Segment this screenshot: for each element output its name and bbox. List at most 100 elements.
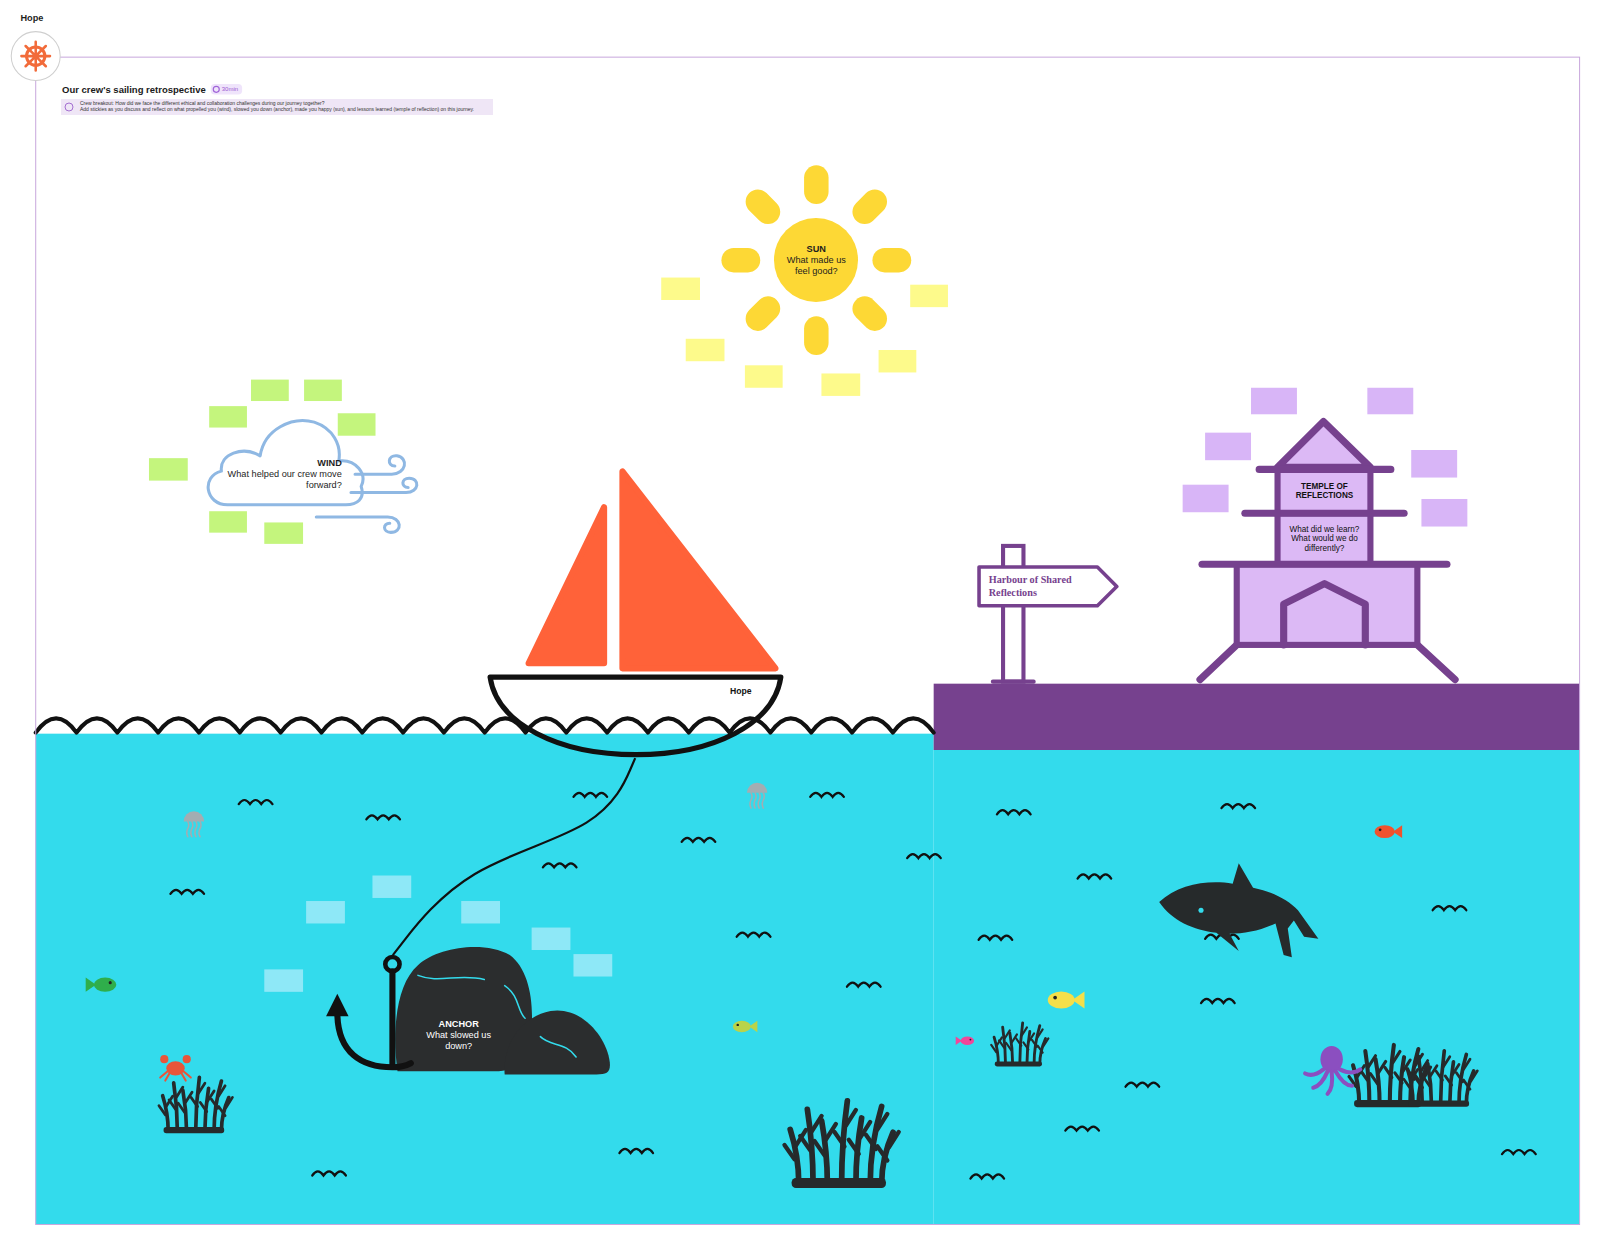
anchor-rope [393, 758, 635, 955]
coral-twig [219, 1086, 225, 1096]
coral-twig [1393, 1051, 1400, 1062]
anchor-rock-outline [321, 955, 612, 1075]
coral-twig [889, 1132, 899, 1148]
harbour-sign: Harbour of Shared Reflections [977, 565, 1120, 608]
wave-line [36, 718, 934, 732]
sticky-note [745, 365, 783, 387]
fish-body [1375, 825, 1395, 838]
temple-tier-text: TEMPLE OF REFLECTIONS [1284, 482, 1366, 502]
coral [159, 1077, 232, 1133]
fish-tail [749, 1021, 757, 1032]
time-badge-clock [213, 86, 219, 92]
coral-twig [1016, 1039, 1021, 1046]
coral-twig [191, 1097, 197, 1106]
temple-tier-wall [1278, 513, 1371, 564]
sun-circle: SUNWhat made us feel good? [774, 218, 858, 302]
wind-cloud-text: WINDWhat helped our crew move forward? [228, 458, 342, 491]
jellyfish-tentacle [754, 793, 756, 808]
node-text: What did we learn? What would we do diff… [1284, 525, 1366, 554]
coral-base [792, 1178, 886, 1188]
water-ripples [170, 793, 1535, 1179]
temple-roof [1278, 421, 1371, 467]
coral-twig [1038, 1029, 1043, 1037]
sticky-note [1411, 450, 1457, 478]
temple-door [1284, 584, 1366, 645]
coral-twig [1395, 1073, 1402, 1083]
fish [86, 978, 117, 992]
coral-twig [1032, 1040, 1037, 1047]
sticky-note [264, 969, 303, 991]
sea [36, 734, 934, 1225]
temple-eave [1259, 466, 1391, 473]
coral-twig [226, 1097, 232, 1107]
fish [1048, 991, 1085, 1008]
ripple [1078, 874, 1112, 878]
ripple [619, 1149, 653, 1153]
sticky-note [1251, 388, 1297, 415]
anchor-rock-text: ANCHORWhat slowed us down? [415, 1019, 502, 1052]
coral-twig [1456, 1073, 1462, 1082]
ripple [737, 933, 771, 937]
coral-twig [1022, 1027, 1027, 1035]
fish-eye [1379, 828, 1382, 831]
sticky-note [209, 406, 247, 427]
ripple [810, 793, 844, 797]
temple-tier: What did we learn? What would we do diff… [1282, 517, 1368, 561]
coral-twig [834, 1132, 844, 1146]
coral-twig [1423, 1077, 1429, 1086]
sun-ray [721, 248, 760, 272]
illustration [11, 32, 1579, 1225]
shark-eye [1198, 908, 1203, 913]
ripple [970, 1174, 1004, 1178]
dock [934, 684, 1580, 750]
sun-ray [741, 291, 786, 336]
sign-post-base [993, 680, 1034, 684]
sticky-note [661, 278, 700, 300]
board-title: Our crew's sailing retrospective [62, 84, 206, 95]
ripple [1433, 906, 1467, 910]
sail [622, 471, 775, 668]
sticky-note [686, 339, 725, 361]
ripple [573, 793, 607, 797]
coral-twig [999, 1040, 1004, 1047]
temple-eave [1245, 510, 1404, 517]
coral-twig [1471, 1071, 1477, 1081]
fish [1375, 825, 1403, 838]
ripple [239, 800, 273, 804]
fish [956, 1037, 974, 1046]
node-text: ANCHOR [415, 1019, 502, 1030]
jellyfish-tentacle [191, 821, 193, 836]
crab-claw [183, 1055, 191, 1063]
sun-rays [721, 165, 911, 355]
coral-twig [1414, 1073, 1420, 1082]
sun-ray [804, 165, 828, 204]
coral-twig [169, 1100, 175, 1109]
anchor-arm [338, 1012, 411, 1067]
board-frame [36, 57, 1580, 1224]
sign-board [979, 567, 1117, 606]
jellyfish-dome [747, 783, 767, 793]
wind-gust [316, 517, 399, 532]
coral-twig [991, 1045, 996, 1052]
wind-cloud-drawing [208, 421, 417, 533]
fish-eye [969, 1039, 971, 1041]
anchor-shank [390, 971, 396, 1065]
temple-eave [1202, 561, 1447, 568]
fish-body [94, 978, 116, 992]
temple-legs [1200, 645, 1455, 680]
coral-base [995, 1061, 1042, 1066]
crab-claw [160, 1055, 168, 1063]
boat-hull-drawing [490, 678, 781, 756]
sticky-note [1183, 485, 1229, 513]
sticky-note [264, 522, 303, 543]
sticky-note [304, 380, 342, 401]
coral-twig [814, 1141, 824, 1155]
coral-twig [1370, 1074, 1377, 1084]
octopus [1305, 1046, 1360, 1094]
sun-ray [741, 184, 786, 229]
harbour-sign-text: Harbour of Shared Reflections [989, 574, 1095, 598]
coral-twig [211, 1099, 217, 1108]
ripple [366, 815, 400, 819]
fish-eye [737, 1024, 739, 1026]
